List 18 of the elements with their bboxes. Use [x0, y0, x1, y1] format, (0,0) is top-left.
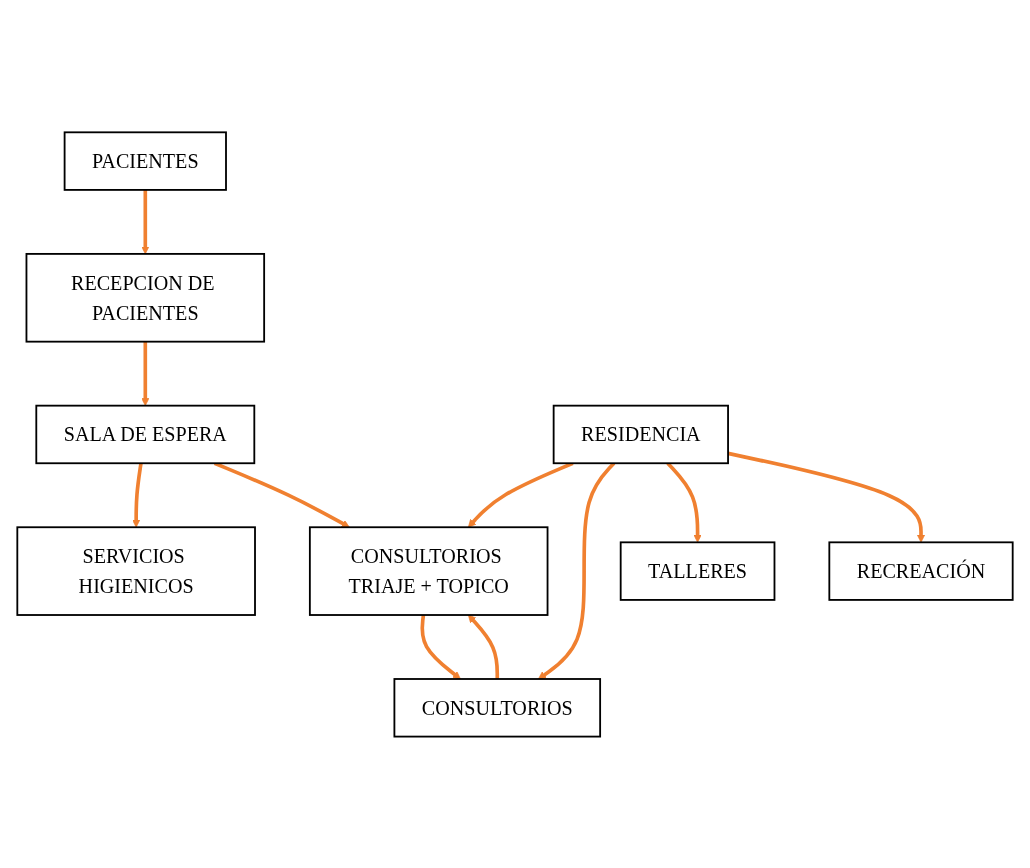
node-box: SALA DE ESPERA	[35, 404, 256, 464]
node-box: CONSULTORIOS TRIAJE + TOPICO	[308, 525, 549, 616]
node-box: RECREACIÓN	[828, 540, 1014, 601]
arrow	[141, 189, 150, 254]
node-box: RESIDENCIA	[552, 404, 729, 464]
node-box: CONSULTORIOS	[393, 677, 602, 738]
node-box: SERVICIOS HIGIENICOS	[16, 525, 256, 616]
node-box: PACIENTES	[63, 130, 227, 191]
arrow	[666, 461, 702, 543]
arrow	[420, 614, 461, 679]
arrow	[468, 461, 574, 528]
arrow	[141, 341, 150, 406]
arrow	[213, 461, 350, 528]
node-box: RECEPCION DE PACIENTES	[25, 252, 266, 343]
arrow	[468, 614, 500, 679]
arrow	[132, 462, 143, 528]
arrow	[538, 461, 616, 679]
node-box: TALLERES	[619, 540, 776, 601]
